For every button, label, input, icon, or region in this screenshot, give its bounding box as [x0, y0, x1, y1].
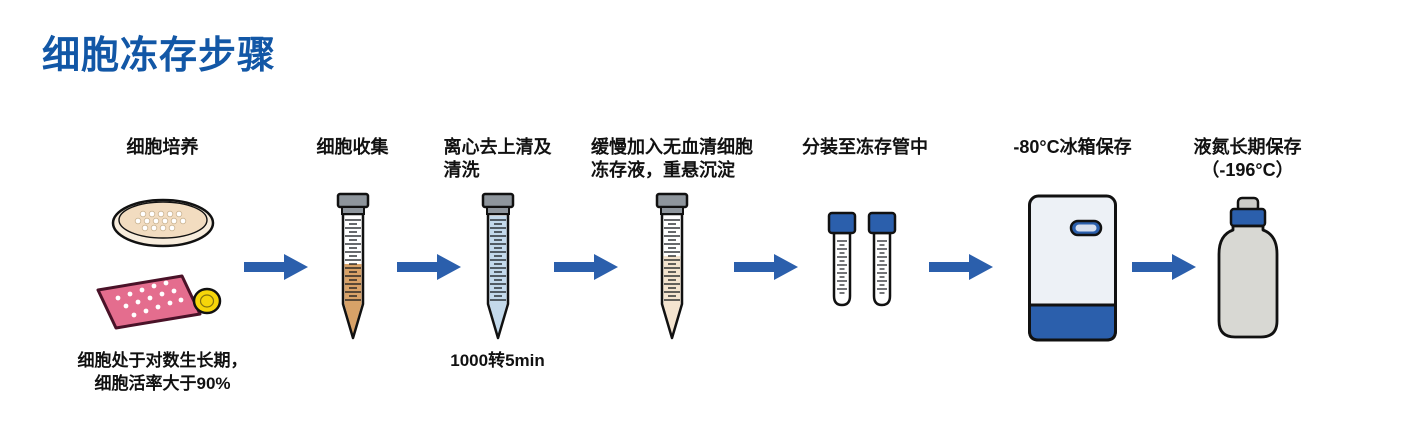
step-note: 1000转5min: [450, 351, 545, 370]
conical-tube-wash-icon: [476, 188, 520, 348]
petri-dish-flask-icon: [88, 188, 238, 348]
step-cell-culture: 细胞培养 细胞处于对数生长期， 细胞活率大于90%: [70, 136, 255, 396]
conical-tube-cells-icon: [331, 188, 375, 348]
cryovials-icon: [825, 188, 905, 348]
step-label: 细胞培养: [126, 137, 199, 157]
step-label: 细胞收集: [316, 137, 389, 157]
step-label: 缓慢加入无血清细胞 冻存液，重悬沉淀: [591, 137, 753, 181]
step-centrifuge-wash: 离心去上清及 清洗 1000转5min: [425, 136, 570, 373]
freezer-icon: [1025, 188, 1120, 348]
liquid-nitrogen-dewar-icon: [1208, 188, 1288, 348]
flow-arrow-icon: [929, 251, 995, 283]
step-liquid-nitrogen-storage: 液氮长期保存 （-196°C）: [1170, 136, 1325, 348]
step-label: 分装至冻存管中: [802, 137, 928, 157]
step-note: 细胞处于对数生长期， 细胞活率大于90%: [77, 351, 248, 393]
step-aliquot-cryovials: 分装至冻存管中: [790, 136, 940, 348]
step-add-cryomedium: 缓慢加入无血清细胞 冻存液，重悬沉淀: [582, 136, 762, 348]
step-label: -80°C冰箱保存: [1013, 137, 1132, 157]
conical-tube-resuspend-icon: [650, 188, 694, 348]
step-label: 离心去上清及 清洗: [443, 137, 552, 181]
step-cell-collection: 细胞收集: [295, 136, 410, 348]
step-freezer-storage: -80°C冰箱保存: [995, 136, 1150, 348]
step-label: 液氮长期保存 （-196°C）: [1193, 137, 1302, 181]
page-title: 细胞冻存步骤: [42, 35, 277, 77]
